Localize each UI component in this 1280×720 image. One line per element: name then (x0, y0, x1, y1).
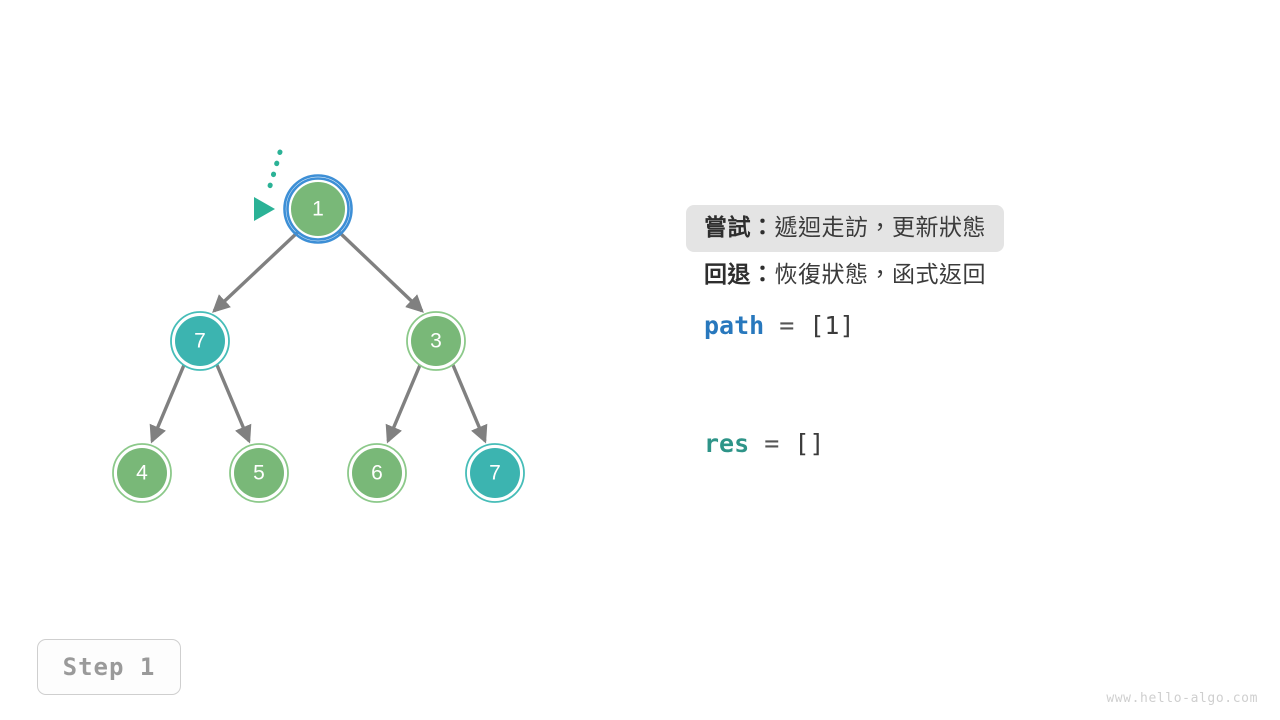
node-label: 7 (194, 330, 206, 353)
node-label: 1 (312, 198, 324, 221)
node-circle-fill (234, 448, 284, 498)
node-ring (170, 311, 230, 371)
node-active-ring-outer (283, 174, 353, 244)
info-panel: 嘗試：遞迴走訪，更新狀態 回退：恢復狀態，函式返回 path = [1] res… (686, 205, 1246, 459)
try-note-row: 嘗試：遞迴走訪，更新狀態 (686, 205, 1004, 252)
edge-n1-n3 (337, 230, 424, 313)
try-note-line: 嘗試：遞迴走訪，更新狀態 (704, 214, 986, 240)
watermark: www.hello-algo.com (1106, 691, 1258, 706)
path-equals-operator: = (764, 311, 810, 340)
state-lines-spacer (686, 341, 1246, 429)
tree-node-7-left[interactable]: 7 (170, 311, 230, 371)
node-circle-fill (175, 316, 225, 366)
try-note-text: 遞迴走訪，更新狀態 (774, 214, 986, 240)
tree-edges (149, 230, 488, 444)
path-value: [1] (809, 311, 855, 340)
step-badge-label: Step 1 (62, 653, 156, 681)
tree-node-4[interactable]: 4 (112, 443, 172, 503)
node-label: 6 (371, 462, 383, 485)
node-ring (347, 443, 407, 503)
node-circle-fill (352, 448, 402, 498)
node-ring (406, 311, 466, 371)
node-circle-fill (411, 316, 461, 366)
res-value: [] (794, 429, 825, 458)
path-variable-name: path (704, 311, 765, 340)
node-label: 7 (489, 462, 501, 485)
node-label: 4 (136, 462, 148, 485)
binary-tree-diagram: 1 7 3 4 5 6 7 (112, 149, 525, 503)
recursion-entry-pointer (254, 149, 283, 221)
node-ring (465, 443, 525, 503)
tree-node-3[interactable]: 3 (406, 311, 466, 371)
path-state-line: path = [1] (704, 311, 1246, 341)
edge-n3-n7r (451, 364, 488, 444)
backtrack-note-lead: 回退： (704, 261, 775, 287)
tree-node-7-right[interactable]: 7 (465, 443, 525, 503)
node-ring (112, 443, 172, 503)
backtrack-note-line: 回退：恢復狀態，函式返回 (704, 261, 986, 287)
pointer-dotted-curve (265, 149, 283, 195)
node-label: 5 (253, 462, 265, 485)
node-active-ring-inner (286, 177, 350, 241)
node-ring (229, 443, 289, 503)
pointer-arrowhead-icon (254, 197, 275, 221)
step-badge: Step 1 (37, 639, 181, 695)
res-equals-operator: = (749, 429, 795, 458)
edge-n3-n6 (385, 364, 422, 444)
edge-n7l-n4 (149, 364, 186, 444)
edge-n1-n7l (212, 230, 300, 313)
edge-n7l-n5 (215, 364, 252, 444)
tree-node-5[interactable]: 5 (229, 443, 289, 503)
res-variable-name: res (704, 429, 750, 458)
backtrack-note-text: 恢復狀態，函式返回 (774, 261, 986, 287)
node-circle-fill (291, 182, 345, 236)
tree-node-1[interactable]: 1 (283, 174, 353, 244)
node-label: 3 (430, 330, 442, 353)
tree-node-6[interactable]: 6 (347, 443, 407, 503)
res-state-line: res = [] (704, 429, 1246, 459)
backtrack-note-row: 回退：恢復狀態，函式返回 (686, 252, 1004, 299)
node-circle-fill (117, 448, 167, 498)
node-circle-fill (470, 448, 520, 498)
try-note-lead: 嘗試： (704, 214, 775, 240)
